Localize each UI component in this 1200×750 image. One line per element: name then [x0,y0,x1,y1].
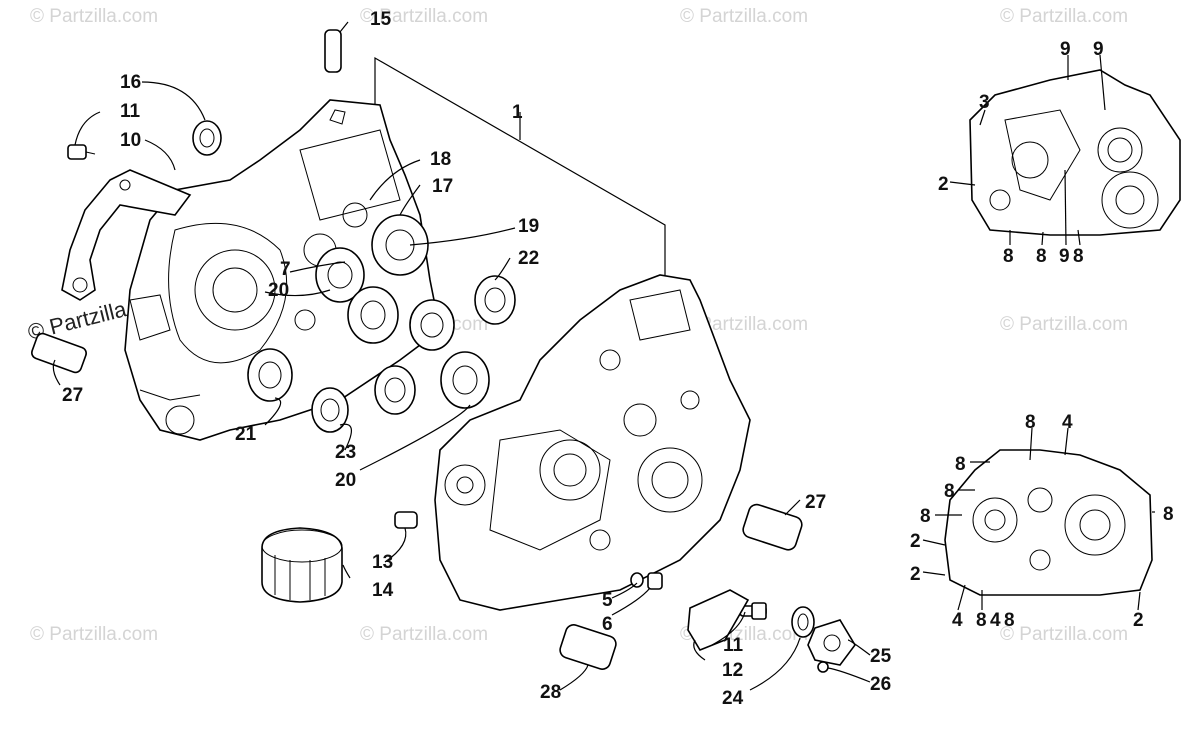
bolts [67,144,829,673]
callout-8: 8 [920,506,931,527]
thumbnail-upper [969,69,1181,236]
callout-3: 3 [979,92,990,113]
callout-5: 5 [602,590,613,611]
callout-28: 28 [540,682,561,703]
callout-2: 2 [910,531,921,552]
watermark: © Partzilla.com [680,6,808,27]
bearing [374,365,416,415]
dowel-pin [324,29,342,73]
bolt [739,602,767,620]
callout-4: 4 [952,610,963,631]
plug [742,503,803,551]
callout-2: 2 [910,564,921,585]
right-crankcase [434,274,751,611]
oil-filter [261,527,343,603]
bearing [347,286,399,344]
callout-8: 8 [1073,246,1084,267]
watermark: © Partzilla.com [1000,6,1128,27]
callout-20: 20 [268,280,289,301]
callout-12: 12 [722,660,743,681]
bolt [817,661,829,673]
plug [31,332,87,374]
plates [687,589,856,666]
callout-8: 8 [955,454,966,475]
callout-21: 21 [235,424,257,445]
callout-2: 2 [938,174,949,195]
callout-2: 2 [1133,610,1144,631]
callout-14: 14 [372,580,394,601]
watermark: © Partzilla.com [1000,624,1128,645]
callout-11: 11 [723,635,744,656]
bracket-lines [374,56,666,275]
watermark: © Partzilla.com [30,6,158,27]
callout-18: 18 [430,149,451,170]
callout-19: 19 [518,216,539,237]
thumbnail-lower [944,449,1153,596]
bearing [409,299,455,351]
callout-26: 26 [870,674,891,695]
bearing [440,351,490,409]
plug [559,624,617,670]
callout-8: 8 [976,610,987,631]
callout-9: 9 [1093,39,1104,60]
watermark: © Partzilla.com [1000,314,1128,335]
callout-11: 11 [120,101,141,122]
oil-seal [791,606,815,638]
callout-4: 4 [1062,412,1073,433]
bearings [192,120,815,638]
drain-plugs [31,332,803,670]
callout-17: 17 [432,176,453,197]
callout-8: 8 [1036,246,1047,267]
callout-8: 8 [1003,246,1014,267]
callout-15: 15 [370,9,392,30]
left-crankcase [61,99,441,441]
callout-20: 20 [335,470,356,491]
bearing [474,275,516,325]
bearing [371,214,429,276]
callout-7: 7 [280,259,291,280]
bearing [311,387,349,433]
watermark: © Partzilla.com [360,624,488,645]
callout-8: 8 [944,481,955,502]
callout-10: 10 [120,130,141,151]
bolt [67,144,96,160]
callout-24: 24 [722,688,744,709]
callout-labels: 15 16 11 10 1 18 17 19 22 7 20 21 23 20 … [62,9,1174,709]
callout-27: 27 [805,492,826,513]
watermark: © Partzilla.com [30,624,158,645]
callout-1: 1 [512,102,523,123]
oil-seal [630,572,644,588]
bolt [647,572,663,590]
oil-seal [192,120,222,156]
callout-8: 8 [1163,504,1174,525]
callout-8: 8 [1004,610,1015,631]
watermark: © Partzilla.com [360,6,488,27]
callout-25: 25 [870,646,892,667]
callout-8: 8 [1025,412,1036,433]
callout-23: 23 [335,442,356,463]
callout-4: 4 [990,610,1001,631]
bearing [315,247,365,303]
bearing [247,348,293,402]
callout-22: 22 [518,248,539,269]
callout-6: 6 [602,614,613,635]
filter-nipple [394,511,418,529]
callout-27: 27 [62,385,83,406]
callout-9: 9 [1060,39,1071,60]
callout-9: 9 [1059,246,1070,267]
leader-lines [52,21,1155,691]
callout-13: 13 [372,552,393,573]
callout-16: 16 [120,72,141,93]
